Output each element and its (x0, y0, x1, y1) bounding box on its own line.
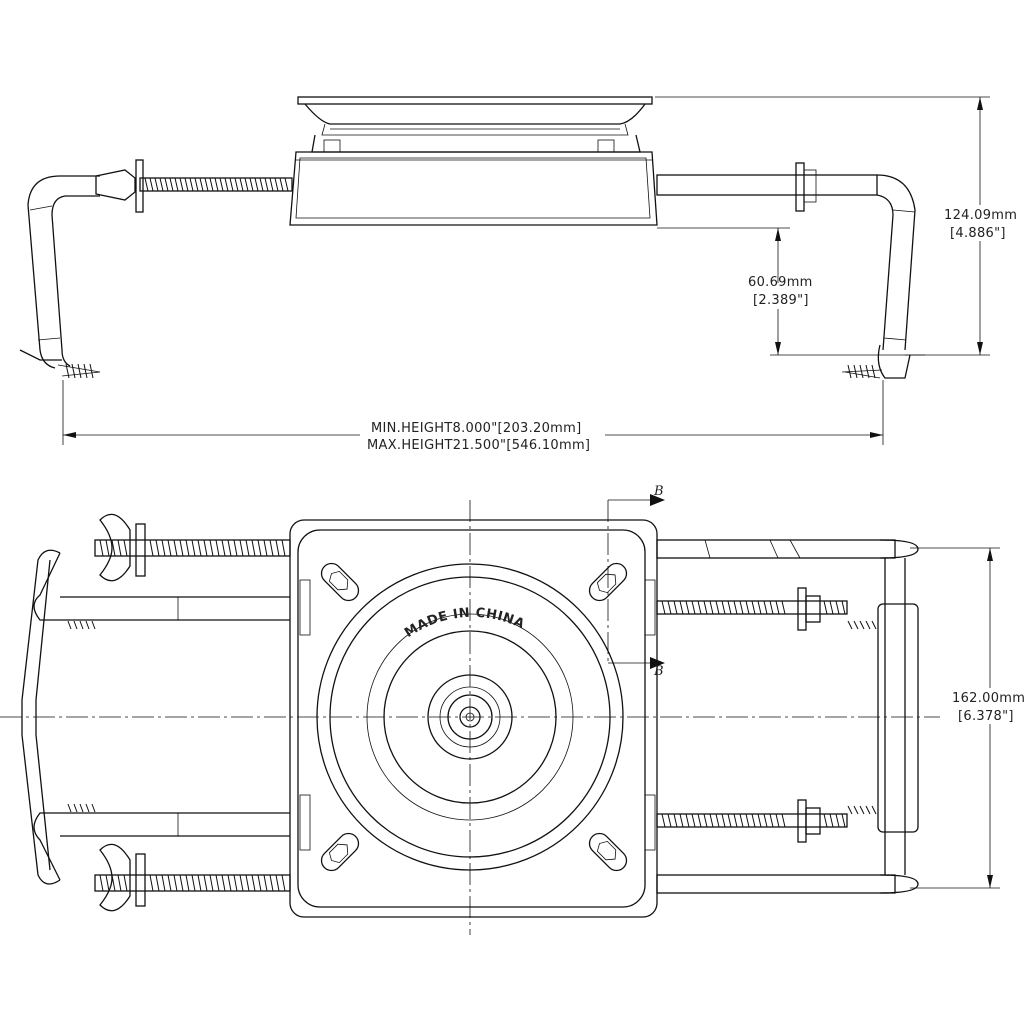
wing-nut-top (99, 513, 146, 582)
swivel-base-plate: MADE IN CHINA (289, 519, 658, 918)
section-b-marker: B B (607, 484, 665, 679)
min-height-label: MIN.HEIGHT8.000"[203.20mm] (371, 421, 581, 436)
overall-height-in-label: [4.886"] (950, 226, 1006, 241)
width-dimension: 162.00mm [6.378"] (910, 547, 1024, 889)
right-bracket-assembly (656, 539, 919, 894)
width-mm-label: 162.00mm (952, 691, 1024, 706)
right-bracket-tube (656, 162, 925, 379)
swivel-top-plate (297, 96, 653, 153)
wing-nut-bottom (99, 843, 146, 912)
left-threaded-rod (95, 159, 293, 213)
width-in-label: [6.378"] (958, 709, 1014, 724)
base-height-mm-label: 60.69mm (748, 275, 813, 290)
made-in-china-marking: MADE IN CHINA (402, 606, 527, 641)
overall-height-mm-label: 124.09mm (944, 208, 1017, 223)
mounting-slots (320, 562, 628, 872)
base-height-in-label: [2.389"] (753, 293, 809, 308)
plan-view: MADE IN CHINA B (0, 484, 1024, 935)
section-label-bottom: B (653, 664, 664, 679)
swivel-rings (316, 563, 624, 871)
seat-base-housing (289, 151, 658, 226)
elevation-view: 124.09mm [4.886"] 60.69mm [2.389"] MIN.H… (19, 96, 1020, 453)
section-label-top: B (653, 484, 664, 499)
left-handle-assembly (21, 513, 291, 912)
left-bracket-tube (19, 175, 101, 379)
elevation-dimensions (62, 96, 990, 445)
max-height-label: MAX.HEIGHT21.500"[546.10mm] (367, 438, 590, 453)
